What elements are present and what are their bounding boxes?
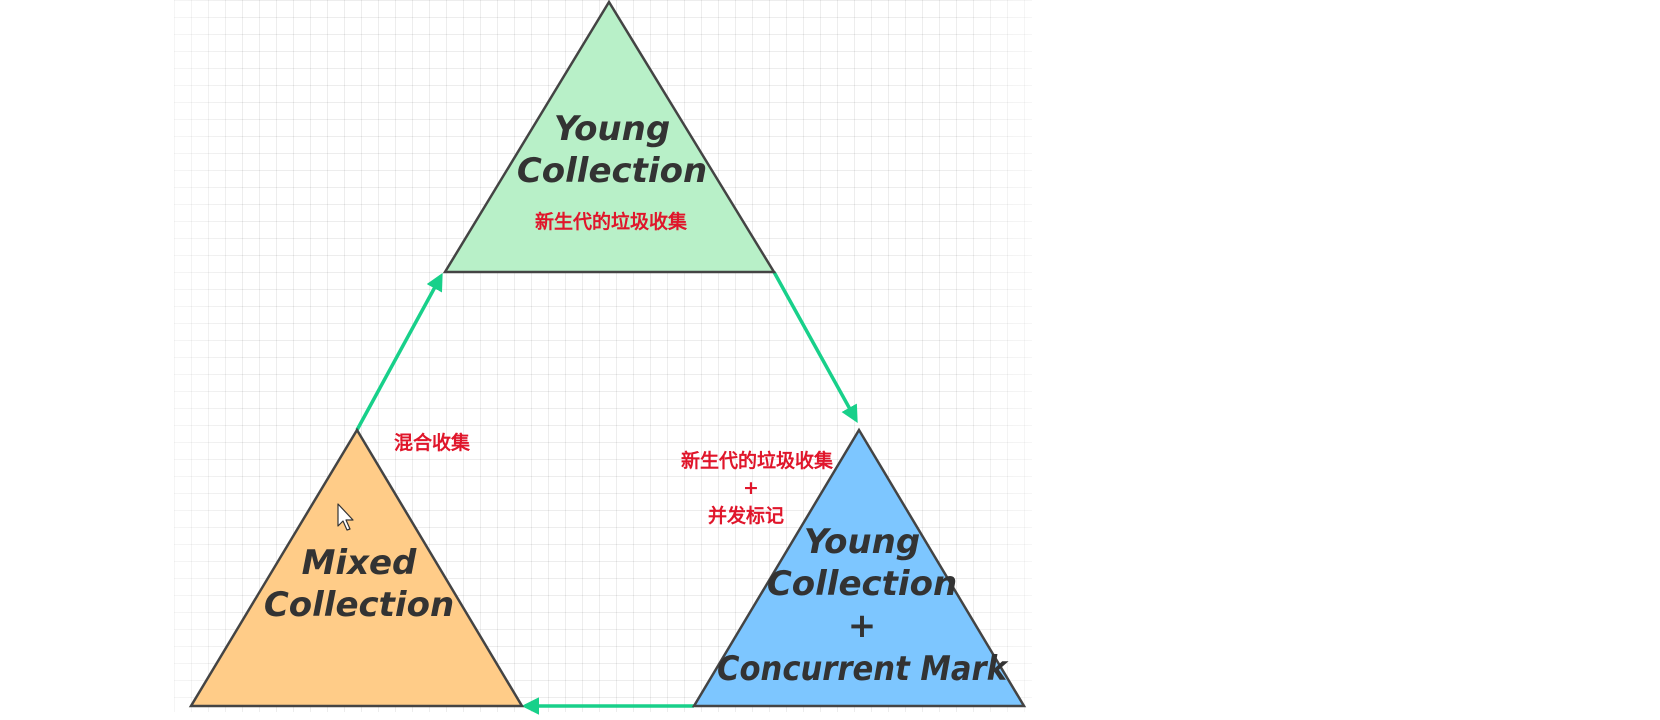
young-mark-annotation-line1: 新生代的垃圾收集 <box>681 449 834 472</box>
mixed-title-line1: Mixed <box>302 543 417 583</box>
mouse-pointer-icon <box>337 503 354 531</box>
young-concurrent-mark-triangle <box>691 427 1027 708</box>
young-mark-title-line2: Collection <box>767 564 957 604</box>
mixed-collection-triangle <box>188 427 525 708</box>
young-title-line2: Collection <box>517 151 707 191</box>
mixed-annotation-cn: 混合收集 <box>394 431 471 454</box>
young-collection-triangle <box>442 0 777 274</box>
young-title-line1: Young <box>554 109 670 149</box>
young-subtitle-cn: 新生代的垃圾收集 <box>535 210 688 233</box>
young-mark-title-line1: Young <box>804 522 920 562</box>
arrow-young-to-concurrent <box>772 271 858 424</box>
young-mark-title-line3: + <box>848 606 877 646</box>
young-mark-annotation-line2: + <box>743 477 759 499</box>
mixed-title-line2: Collection <box>264 585 454 625</box>
arrow-mixed-to-young <box>355 272 443 431</box>
young-mark-annotation-line3: 并发标记 <box>708 504 784 527</box>
young-mark-title-line4: Concurrent Mark <box>717 649 1009 689</box>
